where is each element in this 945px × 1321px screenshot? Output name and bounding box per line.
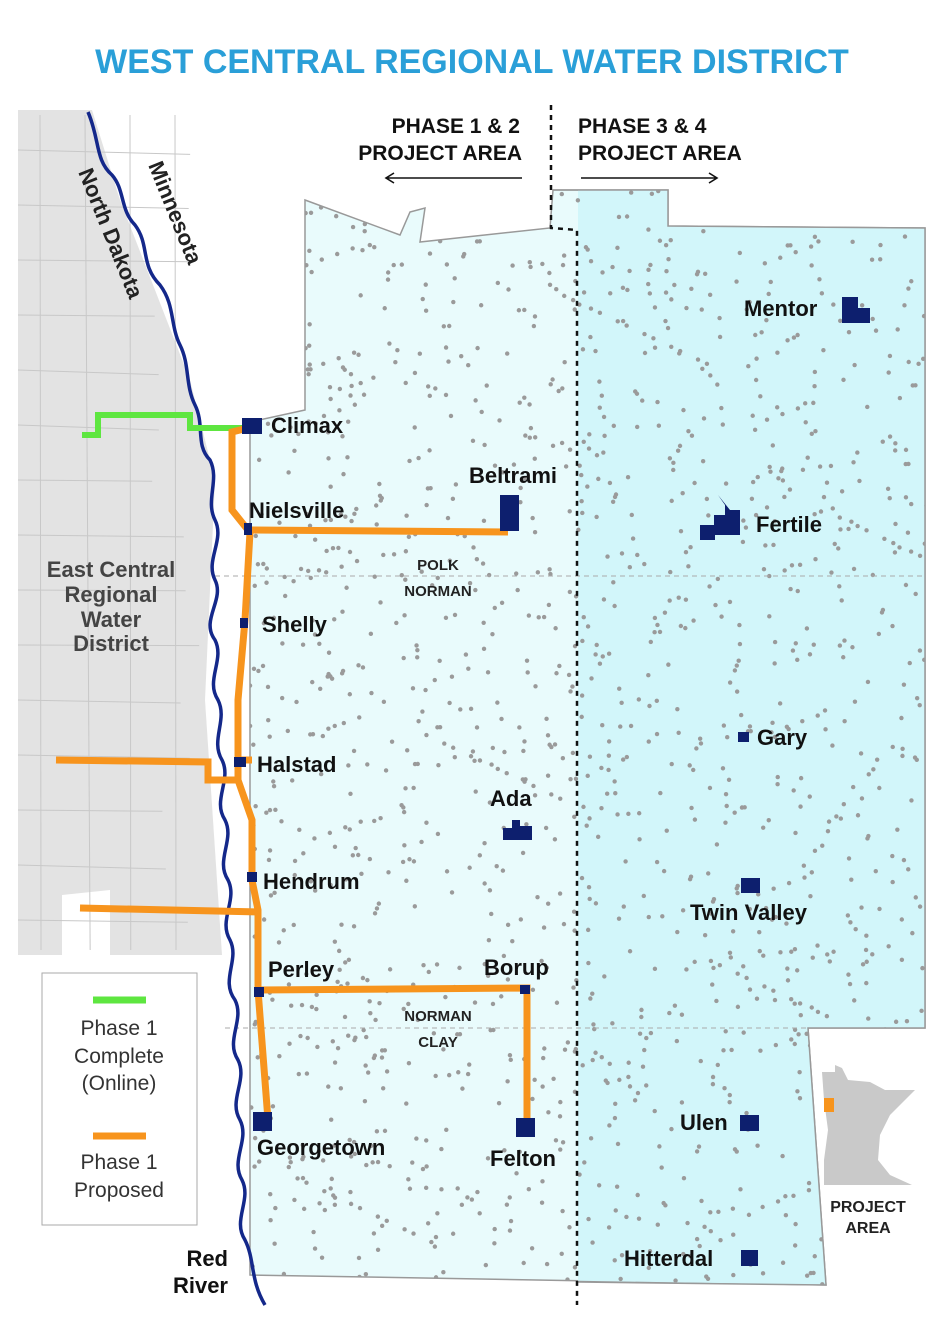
phase34-label-line2: PROJECT AREA — [578, 142, 742, 165]
svg-text:River: River — [173, 1273, 228, 1298]
phase1-complete-pipeline — [82, 412, 248, 438]
map-title: WEST CENTRAL REGIONAL WATER DISTRICT — [95, 43, 849, 81]
town-label-ada: Ada — [490, 786, 532, 811]
arrow-left-icon — [384, 172, 522, 184]
phase12-label-line1: PHASE 1 & 2 — [392, 115, 520, 138]
town-label-beltrami: Beltrami — [469, 463, 557, 488]
svg-text:Proposed: Proposed — [74, 1179, 164, 1202]
town-label-halstad: Halstad — [257, 752, 336, 777]
town-markers — [234, 297, 870, 1266]
town-label-mentor: Mentor — [744, 296, 818, 321]
rural-user-dots — [250, 190, 925, 1285]
town-label-borup: Borup — [484, 955, 549, 980]
legend: Phase 1 Complete (Online) Phase 1 Propos… — [41, 972, 198, 1226]
svg-text:Phase 1: Phase 1 — [80, 1151, 157, 1174]
town-label-shelly: Shelly — [262, 612, 328, 637]
phase12-label-line2: PROJECT AREA — [358, 142, 522, 165]
county-label-clay: CLAY — [418, 1034, 457, 1051]
town-label-gary: Gary — [757, 725, 808, 750]
svg-text:Water: Water — [81, 607, 142, 632]
county-label-polk: POLK — [417, 557, 459, 574]
red-river-label: Red River — [173, 1246, 228, 1298]
east-central-district-area — [18, 110, 222, 955]
county-label-norman: NORMAN — [404, 583, 472, 600]
svg-text:Complete: Complete — [74, 1045, 164, 1068]
town-label-ulen: Ulen — [680, 1110, 728, 1135]
svg-text:District: District — [73, 631, 149, 656]
arrow-right-icon — [581, 172, 719, 184]
town-label-perley: Perley — [268, 957, 335, 982]
town-label-hitterdal: Hitterdal — [624, 1246, 713, 1271]
svg-text:Red: Red — [186, 1246, 228, 1271]
phase-divider-line — [549, 105, 579, 1305]
town-label-climax: Climax — [271, 413, 344, 438]
svg-text:Regional: Regional — [65, 582, 158, 607]
county-label-norman: NORMAN — [404, 1008, 472, 1025]
neighbor-district-label: East Central Regional Water District — [47, 557, 175, 656]
svg-text:PROJECT: PROJECT — [830, 1199, 906, 1216]
minnesota-inset-map: PROJECT AREA — [822, 1065, 915, 1237]
road-grid — [17, 114, 200, 951]
town-label-twin-valley: Twin Valley — [690, 900, 808, 925]
town-label-fertile: Fertile — [756, 512, 822, 537]
red-river — [86, 111, 267, 1306]
town-label-hendrum: Hendrum — [263, 869, 360, 894]
svg-text:Phase 1: Phase 1 — [80, 1017, 157, 1040]
town-label-georgetown: Georgetown — [257, 1135, 385, 1160]
svg-text:East Central: East Central — [47, 557, 175, 582]
svg-text:(Online): (Online) — [82, 1072, 157, 1095]
svg-text:AREA: AREA — [845, 1220, 891, 1237]
town-label-nielsville: Nielsville — [249, 498, 344, 523]
town-label-felton: Felton — [490, 1146, 556, 1171]
phase34-label-line1: PHASE 3 & 4 — [578, 115, 707, 138]
